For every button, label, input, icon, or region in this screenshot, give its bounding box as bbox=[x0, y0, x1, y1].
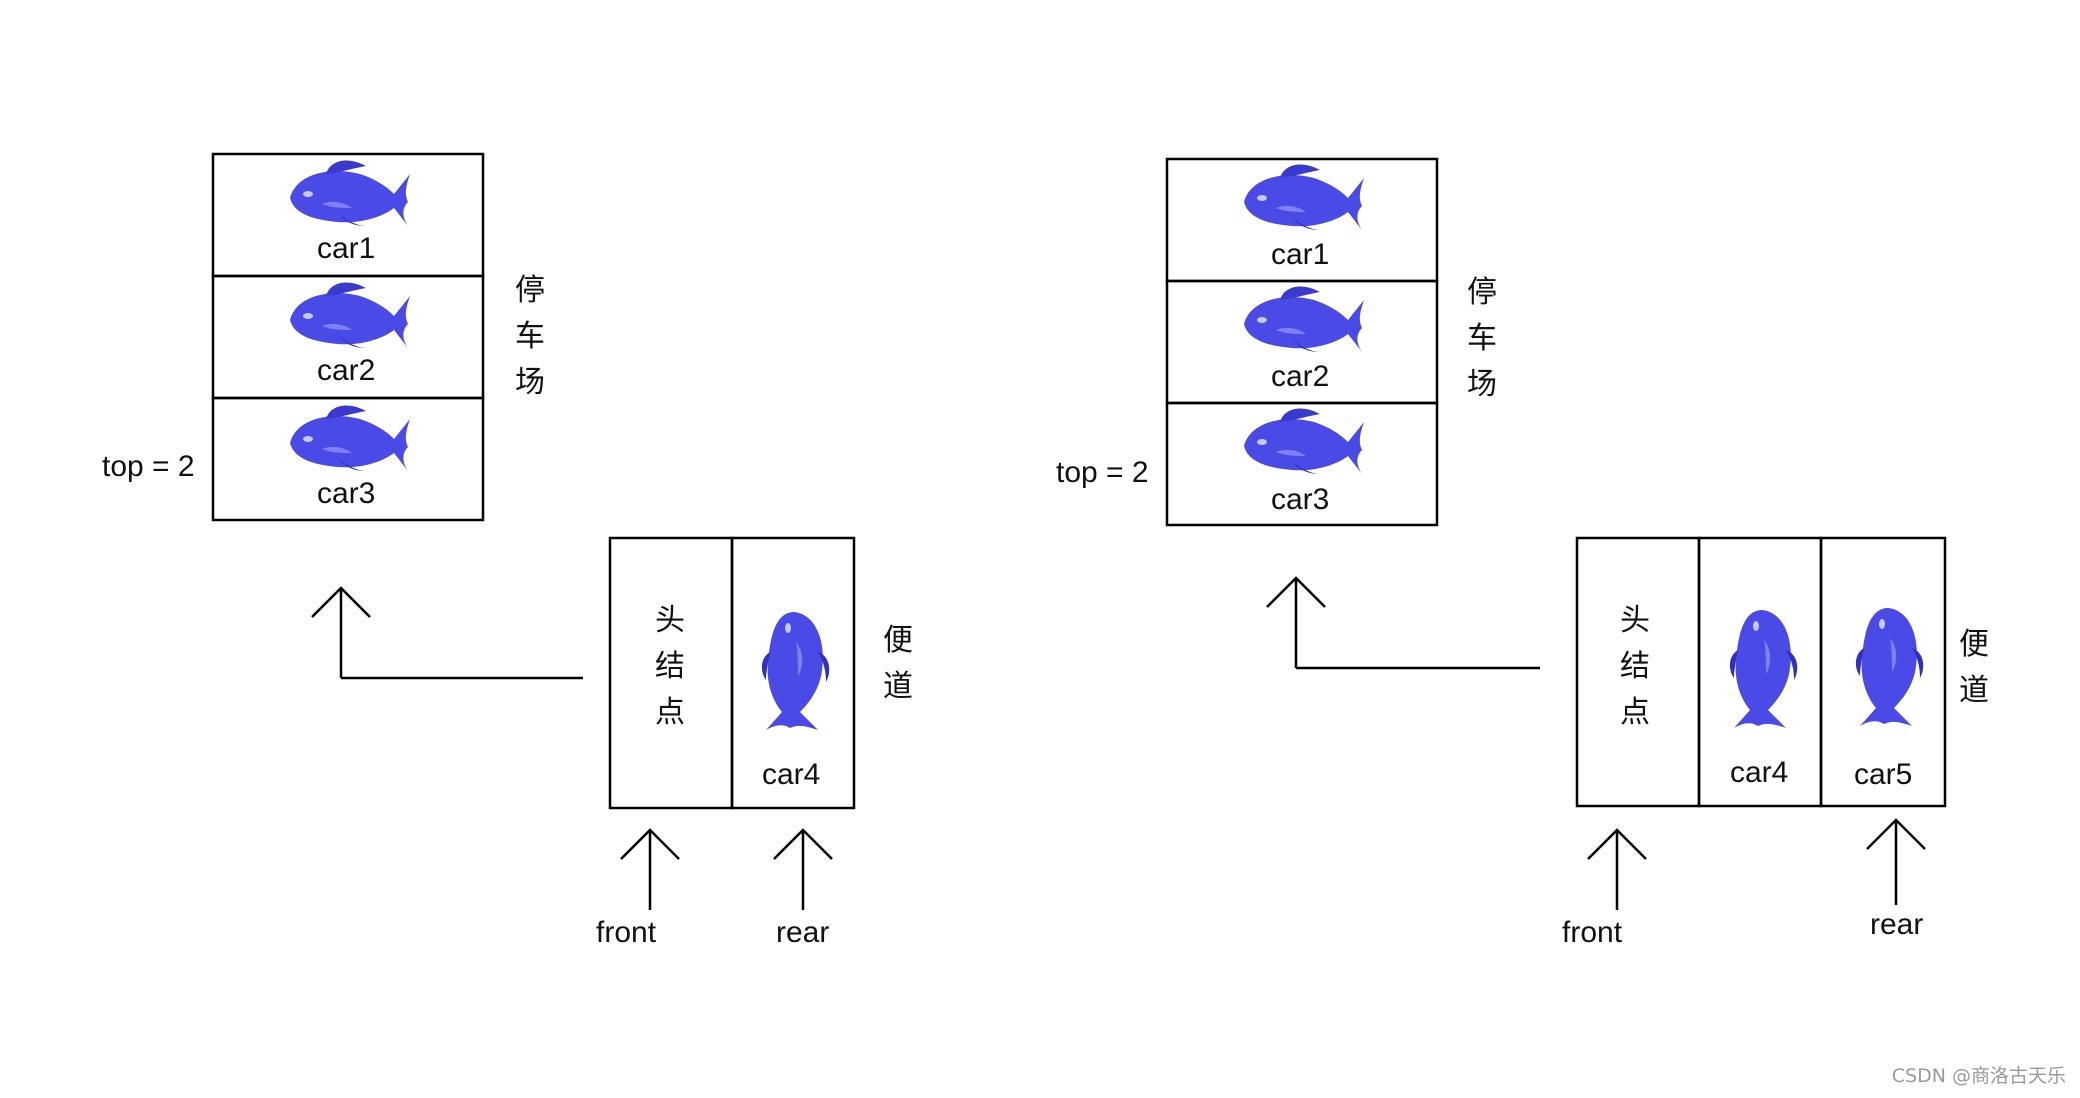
watermark: CSDN @商洛古天乐 bbox=[1891, 1065, 2066, 1087]
left-stack-title-char-2: 车 bbox=[515, 319, 545, 354]
left-queue-title-char-1: 便 bbox=[883, 623, 913, 658]
right-queue-title: 便 道 bbox=[1956, 622, 1992, 714]
left-head-node-char-2: 结 bbox=[655, 649, 685, 684]
left-stack-title-char-3: 场 bbox=[515, 365, 545, 400]
left-head-node-label: 头 结 点 bbox=[652, 598, 688, 736]
right-head-node-label: 头 结 点 bbox=[1617, 598, 1653, 736]
right-rear-arrow-head bbox=[1866, 818, 1926, 850]
right-queue-car5-cell bbox=[1819, 536, 1947, 808]
right-head-node-char-1: 头 bbox=[1620, 603, 1650, 638]
right-fish-car3-icon bbox=[1244, 408, 1364, 474]
right-stack-car3-label: car3 bbox=[1271, 483, 1330, 516]
right-front-label: front bbox=[1562, 916, 1623, 949]
left-head-node-char-3: 点 bbox=[655, 695, 685, 730]
left-fish-car3-icon bbox=[290, 405, 410, 471]
left-queue-title-char-2: 道 bbox=[883, 669, 913, 704]
left-transfer-arrow-head bbox=[311, 586, 371, 618]
right-transfer-arrow-head bbox=[1266, 576, 1326, 608]
left-front-label: front bbox=[596, 916, 657, 949]
right-queue-car5-label: car5 bbox=[1854, 758, 1913, 791]
left-fish-car4-icon bbox=[761, 612, 830, 730]
right-stack-title: 停 车 场 bbox=[1464, 270, 1500, 408]
right-queue-title-char-2: 道 bbox=[1959, 673, 1989, 708]
right-fish-car4-icon bbox=[1729, 610, 1798, 728]
left-stack-cell-3 bbox=[211, 396, 485, 522]
left-front-arrow-head bbox=[620, 828, 680, 860]
right-head-node-char-2: 结 bbox=[1620, 649, 1650, 684]
right-front-arrow-head bbox=[1587, 828, 1647, 860]
left-stack-car1-label: car1 bbox=[317, 232, 376, 265]
left-rear-arrow-head bbox=[773, 828, 833, 860]
left-stack-title-char-1: 停 bbox=[515, 273, 545, 308]
left-queue-car4-label: car4 bbox=[762, 758, 821, 791]
left-queue-title: 便 道 bbox=[880, 618, 916, 710]
right-fish-car2-icon bbox=[1244, 286, 1364, 352]
right-stack-car1-label: car1 bbox=[1271, 238, 1330, 271]
left-stack-car2-label: car2 bbox=[317, 354, 376, 387]
right-queue-title-char-1: 便 bbox=[1959, 627, 1989, 662]
right-queue-car4-label: car4 bbox=[1730, 756, 1789, 789]
left-queue-car4-cell bbox=[730, 536, 856, 810]
right-stack-car2-label: car2 bbox=[1271, 360, 1330, 393]
left-top-label: top = 2 bbox=[102, 450, 195, 483]
right-fish-car5-icon bbox=[1855, 608, 1924, 726]
right-stack-title-char-1: 停 bbox=[1467, 275, 1497, 310]
left-rear-label: rear bbox=[776, 916, 830, 949]
right-head-node-char-3: 点 bbox=[1620, 695, 1650, 730]
right-stack-title-char-3: 场 bbox=[1467, 367, 1497, 402]
right-stack-cell-3 bbox=[1165, 401, 1439, 527]
left-fish-car1-icon bbox=[290, 160, 410, 226]
left-fish-car2-icon bbox=[290, 282, 410, 348]
left-stack-title: 停 车 场 bbox=[512, 268, 548, 406]
left-stack-car3-label: car3 bbox=[317, 477, 376, 510]
left-head-node-char-1: 头 bbox=[655, 603, 685, 638]
right-top-label: top = 2 bbox=[1056, 456, 1149, 489]
right-fish-car1-icon bbox=[1244, 164, 1364, 230]
right-stack-title-char-2: 车 bbox=[1467, 321, 1497, 356]
right-rear-label: rear bbox=[1870, 908, 1924, 941]
